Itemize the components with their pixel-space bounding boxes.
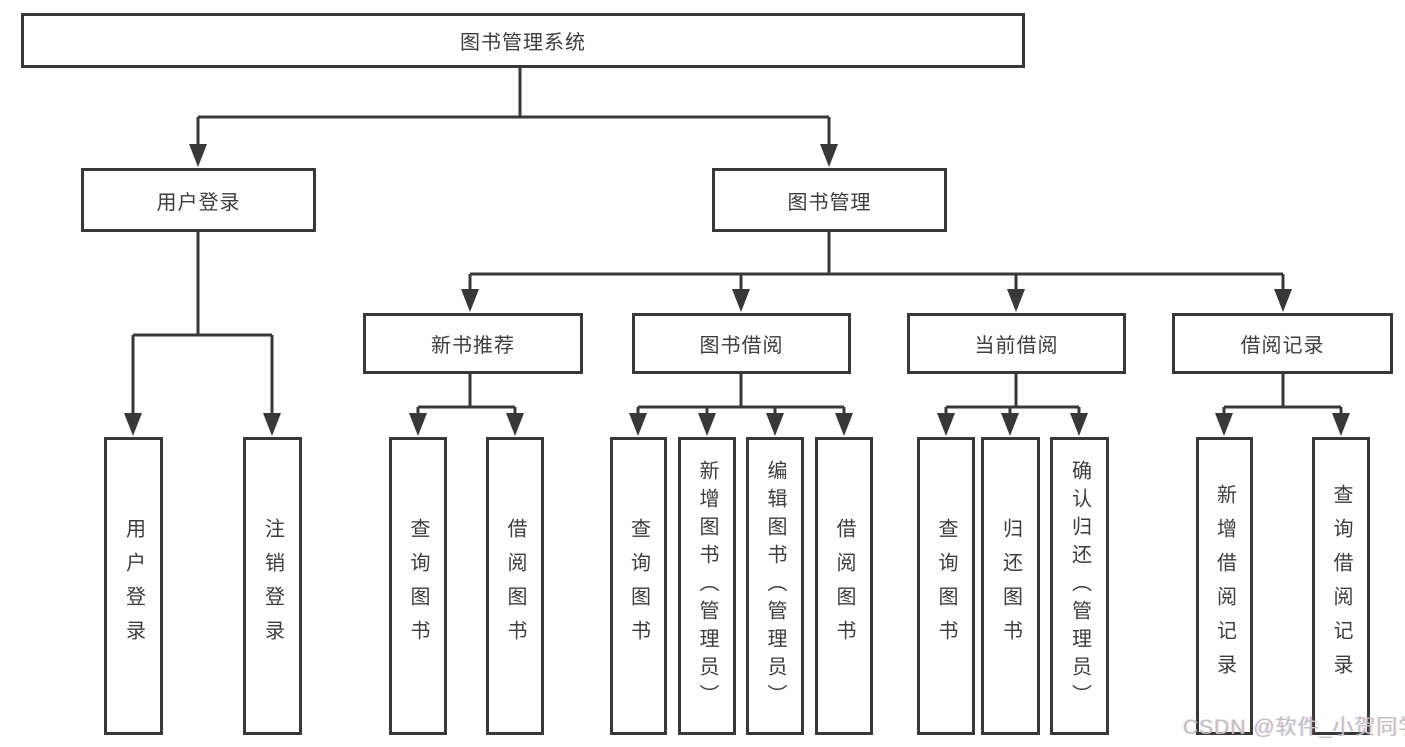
leaf-add-borrow-record: 新增借阅记录 bbox=[1196, 437, 1253, 735]
leaf-user-login: 用户登录 bbox=[104, 437, 163, 735]
leaf-add-books-admin: 新增图书（管理员） bbox=[678, 437, 736, 735]
node-user-login: 用户登录 bbox=[81, 168, 316, 232]
leaf-current-query-books: 查询图书 bbox=[917, 437, 975, 735]
watermark: CSDN @软件_小贺同学 bbox=[1183, 716, 1405, 739]
node-current-borrow-label: 当前借阅 bbox=[974, 335, 1059, 357]
leaf-logout-label: 注销登录 bbox=[261, 518, 284, 654]
node-current-borrow: 当前借阅 bbox=[907, 313, 1126, 374]
node-book-management-label: 图书管理 bbox=[787, 191, 872, 214]
node-new-book-recommend: 新书推荐 bbox=[363, 313, 583, 374]
leaf-confirm-return-admin: 确认归还（管理员） bbox=[1050, 437, 1109, 735]
node-book-borrow: 图书借阅 bbox=[632, 313, 851, 374]
node-book-borrow-label: 图书借阅 bbox=[699, 335, 784, 357]
leaf-edit-books-admin-label: 编辑图书（管理员） bbox=[764, 460, 786, 712]
leaf-recommend-query-books: 查询图书 bbox=[389, 437, 447, 735]
node-borrow-records-label: 借阅记录 bbox=[1240, 335, 1325, 357]
node-new-book-recommend-label: 新书推荐 bbox=[431, 335, 515, 357]
leaf-current-query-books-label: 查询图书 bbox=[935, 518, 957, 654]
leaf-add-borrow-record-label: 新增借阅记录 bbox=[1213, 484, 1236, 688]
node-library-system-label: 图书管理系统 bbox=[460, 32, 586, 54]
leaf-borrow-query-books: 查询图书 bbox=[610, 437, 667, 735]
leaf-logout: 注销登录 bbox=[243, 437, 302, 735]
node-borrow-records: 借阅记录 bbox=[1172, 313, 1393, 374]
leaf-recommend-borrow-books-label: 借阅图书 bbox=[504, 518, 526, 654]
leaf-recommend-query-books-label: 查询图书 bbox=[407, 518, 429, 654]
node-book-management: 图书管理 bbox=[712, 168, 947, 232]
leaf-query-borrow-record: 查询借阅记录 bbox=[1312, 437, 1370, 735]
leaf-edit-books-admin: 编辑图书（管理员） bbox=[746, 437, 804, 735]
leaf-borrow-books-label: 借阅图书 bbox=[833, 518, 855, 654]
leaf-query-borrow-record-label: 查询借阅记录 bbox=[1330, 484, 1352, 688]
leaf-borrow-books: 借阅图书 bbox=[815, 437, 873, 735]
leaf-recommend-borrow-books: 借阅图书 bbox=[486, 437, 544, 735]
leaf-return-books-label: 归还图书 bbox=[999, 518, 1022, 654]
leaf-add-books-admin-label: 新增图书（管理员） bbox=[696, 460, 718, 712]
node-library-system: 图书管理系统 bbox=[21, 13, 1025, 68]
leaf-return-books: 归还图书 bbox=[981, 437, 1040, 735]
leaf-borrow-query-books-label: 查询图书 bbox=[627, 518, 650, 654]
node-user-login-label: 用户登录 bbox=[156, 191, 241, 214]
leaf-confirm-return-admin-label: 确认归还（管理员） bbox=[1068, 460, 1091, 712]
leaf-user-login-label: 用户登录 bbox=[122, 518, 145, 654]
